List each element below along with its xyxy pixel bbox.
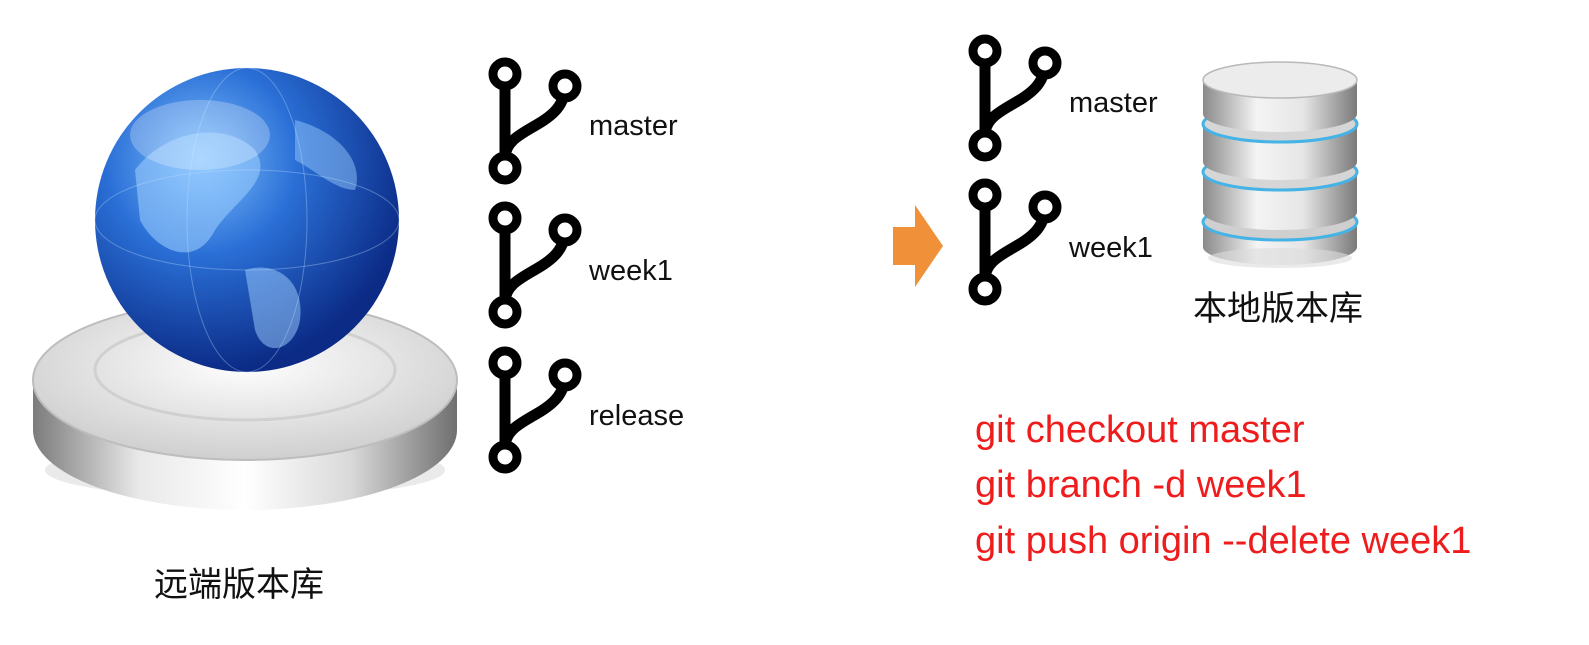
branch-icon (967, 177, 1067, 307)
local-repo-label: 本地版本库 (1193, 290, 1363, 328)
branch-icon (487, 200, 587, 330)
remote-repo-label: 远端版本库 (154, 566, 324, 604)
database-stack-icon (1195, 61, 1365, 272)
command-line-1: git checkout master (975, 409, 1305, 451)
command-line-2: git branch -d week1 (975, 464, 1307, 506)
branch-icon (487, 56, 587, 186)
branch-label-week1: week1 (1069, 232, 1153, 264)
branch-label-master: master (1069, 87, 1158, 119)
branch-label-release: release (589, 400, 685, 432)
branch-label-week1: week1 (589, 255, 673, 287)
command-line-3: git push origin --delete week1 (975, 520, 1472, 562)
branch-icon (487, 345, 587, 475)
branch-label-master: master (589, 110, 678, 142)
globe-on-pedestal-icon (15, 40, 485, 510)
branch-icon (967, 33, 1067, 163)
orange-arrow-right-icon (893, 205, 943, 287)
